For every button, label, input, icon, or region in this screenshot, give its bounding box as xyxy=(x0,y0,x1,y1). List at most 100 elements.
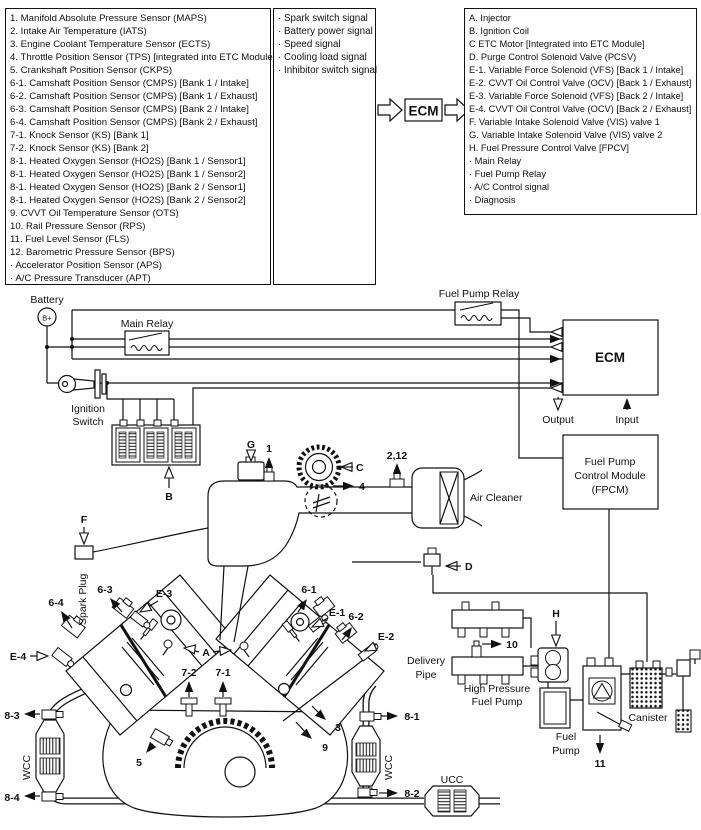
pcsv-valve xyxy=(423,547,441,575)
callout-4-label: 4 xyxy=(359,481,365,493)
ecm-inputs-list-box: 1. Manifold Absolute Pressure Sensor (MA… xyxy=(5,8,276,285)
callout-7-1-label: 7-1 xyxy=(215,667,230,679)
ocv-e-4 xyxy=(51,646,75,668)
input-item: 6-3. Camshaft Position Sensor (CMPS) [Ba… xyxy=(10,104,249,115)
delivery-pipe-label-2: Pipe xyxy=(415,669,436,681)
ucc-label: UCC xyxy=(441,774,464,786)
signal-item: · Cooling load signal xyxy=(278,52,367,63)
canister-label: Canister xyxy=(628,712,668,724)
output-label: Output xyxy=(542,414,574,426)
output-item: E-1. Variable Force Solenoid (VFS) [Back… xyxy=(469,65,684,75)
callout-6-1-label: 6-1 xyxy=(301,584,316,596)
input-item: 7-1. Knock Sensor (KS) [Bank 1] xyxy=(10,130,149,141)
o2-sensor-8-1 xyxy=(359,711,382,722)
output-item: · A/C Control signal xyxy=(469,182,550,192)
iats-bps-sensor xyxy=(389,478,405,488)
input-item: 10. Rail Pressure Sensor (RPS) xyxy=(10,221,146,232)
callout-a-label: A xyxy=(202,647,210,659)
input-item: 8-1. Heated Oxygen Sensor (HO2S) [Bank 1… xyxy=(10,169,246,180)
intake-system: Air Cleaner xyxy=(74,444,523,643)
input-item: 6-2. Camshaft Position Sensor (CMPS) [Ba… xyxy=(10,91,258,102)
callout-d-label: D xyxy=(465,561,473,573)
output-item: D. Purge Control Solenoid Valve (PCSV) xyxy=(469,52,637,62)
spark-plug-label: Spark Plug xyxy=(77,573,89,625)
etc-throttle-body xyxy=(296,444,342,518)
output-item: A. Injector xyxy=(469,13,511,23)
input-item: 8-1. Heated Oxygen Sensor (HO2S) [Bank 2… xyxy=(10,182,246,193)
callout-e-3-label: E-3 xyxy=(156,588,173,600)
input-item: · A/C Pressure Transducer (APT) xyxy=(10,273,151,284)
ignition-coil-pack: B xyxy=(111,419,201,503)
hp-pump-label-2: Fuel Pump xyxy=(472,696,523,708)
callout-g-label: G xyxy=(247,439,255,451)
fuel-pump-relay: Fuel Pump Relay xyxy=(439,288,520,326)
wcc-left-label: WCC xyxy=(21,755,33,780)
hp-pump-label-1: High Pressure xyxy=(464,683,531,695)
callout-c-label: C xyxy=(356,462,364,474)
cylinder-bank-left xyxy=(65,574,235,736)
canister xyxy=(629,660,663,709)
canister-air-valve xyxy=(665,649,701,733)
main-relay-label: Main Relay xyxy=(121,318,174,330)
o-ring-left xyxy=(119,683,133,697)
fuel-pump-label-1: Fuel xyxy=(556,731,576,743)
output-item: H. Fuel Pressure Control Valve [FPCV] xyxy=(469,143,629,153)
callout-8-3-label: 8-3 xyxy=(4,710,19,722)
flow-arrow-icon xyxy=(444,97,470,123)
fuel-pump-module xyxy=(582,657,633,732)
exhaust-system: WCC WCC UCC xyxy=(21,680,500,817)
input-item: 1. Manifold Absolute Pressure Sensor (MA… xyxy=(10,13,207,24)
output-item: G. Variable Intake Solenoid Valve (VIS) … xyxy=(469,130,663,140)
input-item: 8-1. Heated Oxygen Sensor (HO2S) [Bank 2… xyxy=(10,195,246,206)
knock-sensor-7-2 xyxy=(180,697,198,717)
fuel-system: Delivery Pipe High Pressure Fuel Pump xyxy=(407,601,701,757)
output-item: C ETC Motor [Integrated into ETC Module] xyxy=(469,39,645,49)
callout-h-label: H xyxy=(552,608,560,620)
input-item: 7-2. Knock Sensor (KS) [Bank 2] xyxy=(10,143,149,154)
input-label: Input xyxy=(615,414,638,426)
signal-item: · Speed signal xyxy=(278,39,341,50)
callout-e-1-label: E-1 xyxy=(329,607,346,619)
fpcm-label-3: (FPCM) xyxy=(592,484,629,496)
ecm-flow-unit: ECM xyxy=(377,94,471,126)
signal-item: · Battery power signal xyxy=(278,26,373,37)
callout-6-4-label: 6-4 xyxy=(48,597,63,609)
signal-item: · Spark switch signal xyxy=(278,13,368,24)
main-relay: Main Relay xyxy=(121,318,174,356)
cmps-6-1 xyxy=(312,595,336,618)
callout-f-label: F xyxy=(81,514,88,526)
spark-plug-left xyxy=(140,617,159,640)
input-item: 6-4. Camshaft Position Sensor (CMPS) [Ba… xyxy=(10,117,258,128)
output-arrow-icon xyxy=(553,398,563,411)
input-item: 6-1. Camshaft Position Sensor (CMPS) [Ba… xyxy=(10,78,249,89)
callout-8-2-label: 8-2 xyxy=(404,788,419,800)
input-item: 3. Engine Coolant Temperature Sensor (EC… xyxy=(10,39,211,50)
battery-terminal-label: B+ xyxy=(42,314,52,323)
vis-valve-1 xyxy=(74,545,94,560)
intake-manifold xyxy=(207,480,412,567)
wcc-right-label: WCC xyxy=(383,755,395,780)
input-item: · Accelerator Position Sensor (APS) xyxy=(10,260,162,271)
input-arrow-icon xyxy=(622,398,632,409)
callout-6-2-label: 6-2 xyxy=(348,611,363,623)
delivery-pipe-lower xyxy=(451,640,524,685)
input-item: 4. Throttle Position Sensor (TPS) [integ… xyxy=(10,52,276,63)
o2-sensor-8-3 xyxy=(41,709,64,720)
output-item: · Main Relay xyxy=(469,156,522,166)
fuel-pump-relay-label: Fuel Pump Relay xyxy=(439,288,520,300)
output-item: B. Ignition Coil xyxy=(469,26,529,36)
catalytic-converter-wcc-left xyxy=(35,719,65,793)
output-item: E-3. Variable Force Solenoid (VFS) [Back… xyxy=(469,91,684,101)
rail-pressure-sensor xyxy=(471,645,482,658)
ecm-signals-list-box: · Spark switch signal · Battery power si… xyxy=(273,8,377,285)
ecm-box: ECM Output Input xyxy=(542,319,659,426)
fpcm-box: Fuel Pump Control Module (FPCM) xyxy=(562,434,659,510)
ignition-label-1: Ignition xyxy=(71,403,105,415)
spark-plug-right xyxy=(281,619,300,642)
ecm-node-box xyxy=(404,98,443,122)
o2-sensor-8-2 xyxy=(357,787,378,798)
callout-6-3-label: 6-3 xyxy=(97,584,112,596)
output-item: E-4. CVVT Oil Control Valve (OCV) [Back … xyxy=(469,104,692,114)
engine-block xyxy=(51,574,385,818)
